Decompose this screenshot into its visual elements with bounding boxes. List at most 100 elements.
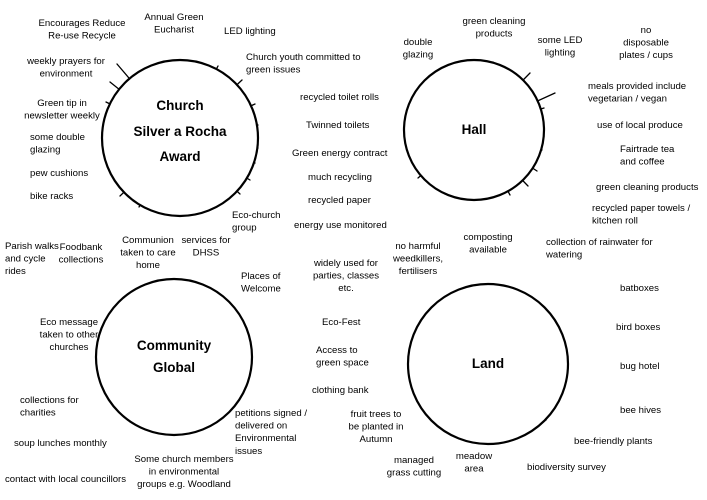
church-label-line: services for bbox=[181, 235, 231, 246]
church-label-line: group bbox=[232, 223, 257, 234]
church-label-line: recycled paper bbox=[308, 195, 372, 206]
hall-label-line: parties, classes bbox=[313, 271, 379, 282]
church-label-13: recycled paper bbox=[308, 195, 372, 206]
hall-label-line: Fairtrade tea bbox=[620, 144, 675, 155]
church-label-line: pew cushions bbox=[30, 168, 88, 179]
community-label-line: petitions signed / bbox=[235, 408, 307, 419]
hall-label-4: meals provided include vegetarian / vegan bbox=[588, 81, 686, 105]
church-label-line: rides bbox=[5, 266, 26, 277]
hall-label-9: collection of rainwater for watering bbox=[545, 237, 653, 261]
land-label-line: grass cutting bbox=[387, 468, 441, 479]
land-label-line: biodiversity survey bbox=[527, 462, 606, 473]
community-label-line: Environmental bbox=[235, 433, 296, 444]
church-label-10: Twinned toilets bbox=[306, 120, 370, 131]
church-label-15: Eco-church group bbox=[232, 210, 281, 234]
church-label-line: Foodbank bbox=[60, 242, 103, 253]
hall-label-5: use of local produce bbox=[597, 120, 683, 131]
hall-label-line: watering bbox=[545, 250, 582, 261]
community-hub-circle bbox=[94, 277, 254, 437]
hall-label-line: available bbox=[469, 245, 507, 256]
hall-label-line: widely used for bbox=[313, 258, 379, 269]
church-label-line: energy use monitored bbox=[294, 220, 387, 231]
land-label-line: bee-friendly plants bbox=[574, 436, 653, 447]
church-label-11: Green energy contract bbox=[292, 148, 388, 159]
hall-label-line: and coffee bbox=[620, 157, 665, 168]
church-label-line: taken to care bbox=[120, 248, 175, 259]
land-label-line: be planted in bbox=[349, 422, 404, 433]
hall-label-line: meals provided include bbox=[588, 81, 686, 92]
church-label-line: Eucharist bbox=[154, 25, 194, 36]
community-label-7: soup lunches monthly bbox=[14, 438, 107, 449]
land-label-line: fruit trees to bbox=[351, 409, 402, 420]
hall-label-line: use of local produce bbox=[597, 120, 683, 131]
hall-label-line: composting bbox=[463, 232, 512, 243]
church-label-line: much recycling bbox=[308, 172, 372, 183]
community-label-line: soup lunches monthly bbox=[14, 438, 107, 449]
community-label-line: Access to bbox=[316, 345, 358, 356]
community-hub-title-line: Global bbox=[153, 360, 195, 375]
church-label-line: newsletter weekly bbox=[24, 111, 100, 122]
land-label-5: biodiversity survey bbox=[527, 462, 606, 473]
hall-label-line: products bbox=[476, 29, 513, 40]
community-label-line: Welcome bbox=[241, 284, 281, 295]
hall-label-7: green cleaning products bbox=[596, 182, 699, 193]
land-label-line: bug hotel bbox=[620, 361, 659, 372]
hall-label-line: disposable bbox=[623, 38, 669, 49]
community-label-line: contact with local councillors bbox=[5, 474, 126, 485]
hall-label-line: no harmful bbox=[395, 241, 440, 252]
community-label-line: taken to other bbox=[40, 330, 99, 341]
church-label-line: and cycle bbox=[5, 254, 46, 265]
community-label-line: Some church members bbox=[134, 454, 233, 465]
hall-hub-title-line: Hall bbox=[462, 122, 487, 137]
church-label-line: environment bbox=[40, 69, 93, 80]
land-label-line: managed bbox=[394, 455, 434, 466]
church-label-line: collections bbox=[59, 255, 104, 266]
land-label-line: bee hives bbox=[620, 405, 661, 416]
community-label-line: Eco-Fest bbox=[322, 317, 361, 328]
land-label-line: meadow bbox=[456, 451, 492, 462]
hall-label-line: green cleaning bbox=[463, 16, 526, 27]
hall-label-line: vegetarian / vegan bbox=[588, 94, 667, 105]
church-label-14: energy use monitored bbox=[294, 220, 387, 231]
church-hub-circle bbox=[100, 58, 260, 218]
church-label-line: Eco-church bbox=[232, 210, 281, 221]
church-label-line: home bbox=[136, 260, 160, 271]
hall-label-8: recycled paper towels /kitchen roll bbox=[592, 203, 690, 227]
church-hub-title-line: Award bbox=[159, 149, 200, 164]
land-label-2: bug hotel bbox=[620, 361, 659, 372]
community-label-line: churches bbox=[50, 342, 89, 353]
community-label-line: in environmental bbox=[149, 467, 219, 478]
church-label-line: bike racks bbox=[30, 191, 73, 202]
church-label-line: DHSS bbox=[193, 248, 220, 259]
church-hub-title-line: Church bbox=[156, 98, 203, 113]
land-hub-title-line: Land bbox=[472, 356, 504, 371]
land-label-line: batboxes bbox=[620, 283, 659, 294]
hall-hub-title: Hall bbox=[462, 122, 487, 137]
land-label-4: bee-friendly plants bbox=[574, 436, 653, 447]
land-label-line: bird boxes bbox=[616, 322, 660, 333]
church-label-9: recycled toilet rolls bbox=[300, 92, 379, 103]
hall-label-line: some LED bbox=[538, 35, 583, 46]
church-label-line: Encourages Reduce bbox=[39, 18, 126, 29]
church-label-line: some double bbox=[30, 132, 85, 143]
church-label-line: Annual Green bbox=[144, 12, 203, 23]
hall-label-line: collection of rainwater for bbox=[546, 237, 653, 248]
community-label-line: delivered on bbox=[235, 421, 287, 432]
church-label-line: green issues bbox=[246, 65, 301, 76]
hall-label-line: fertilisers bbox=[399, 266, 438, 277]
